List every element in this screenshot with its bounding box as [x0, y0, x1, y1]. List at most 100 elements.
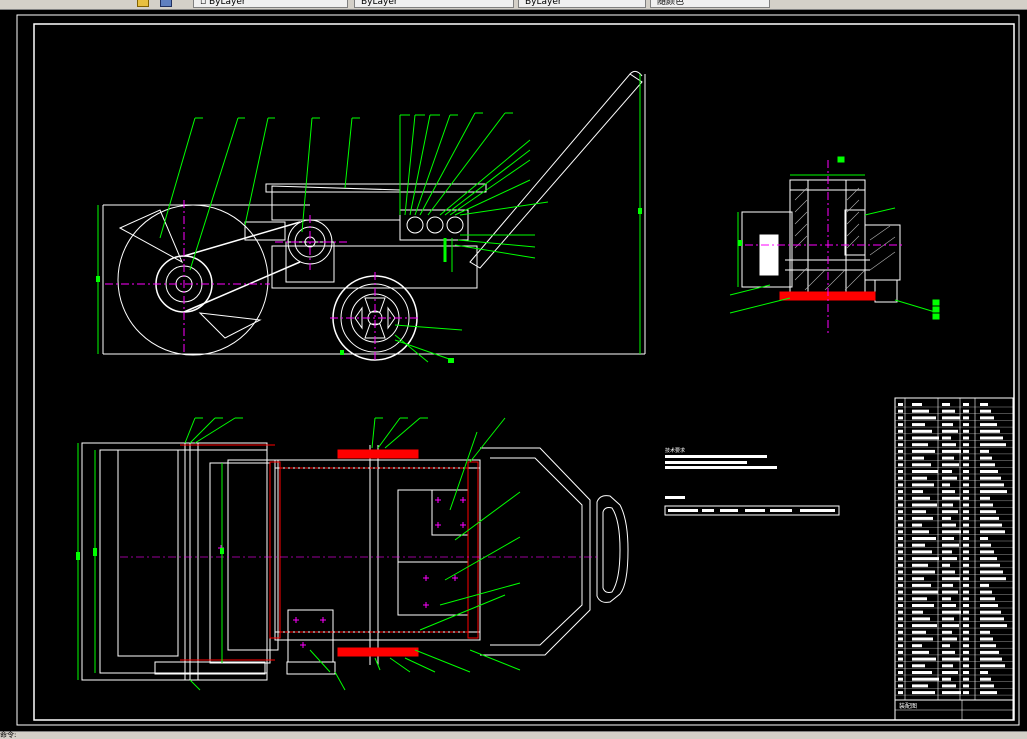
parts-row-cell	[912, 671, 932, 674]
layer-dropdown[interactable]: ▫ ByLayer	[193, 0, 348, 8]
parts-row-cell	[898, 597, 903, 601]
color-dropdown[interactable]: ByLayer	[354, 0, 514, 8]
parts-row-cell	[912, 530, 929, 534]
parts-row-cell	[898, 570, 903, 574]
parts-row-cell	[898, 664, 903, 668]
parts-row-cell	[898, 577, 903, 581]
parts-row-cell	[963, 597, 969, 601]
parts-row-cell	[942, 657, 960, 661]
parts-row-cell	[912, 490, 923, 494]
parts-row-cell	[963, 624, 969, 628]
parts-row-cell	[963, 456, 969, 460]
parts-row-cell	[898, 637, 903, 641]
leader-lines-plan	[77, 417, 521, 691]
parts-row-cell	[963, 604, 969, 607]
parts-row-cell	[980, 416, 994, 420]
parts-row-cell	[898, 443, 903, 447]
parts-row-cell	[963, 570, 969, 574]
parts-row-cell	[898, 496, 903, 500]
parts-row-cell	[942, 583, 953, 587]
parts-row-cell	[912, 597, 927, 601]
parts-row-cell	[942, 597, 951, 601]
parts-row-cell	[942, 604, 956, 607]
parts-row-cell	[942, 403, 950, 406]
parts-row-cell	[912, 449, 935, 453]
parts-row-cell	[942, 550, 952, 554]
parts-row-cell	[980, 530, 1005, 534]
parts-row-cell	[912, 657, 936, 661]
parts-row-cell	[912, 496, 930, 500]
parts-row-cell	[980, 597, 995, 601]
parts-row-cell	[963, 650, 969, 654]
parts-row-cell	[942, 476, 957, 480]
parts-row-cell	[912, 409, 929, 413]
parts-row-cell	[980, 610, 1001, 614]
parts-row-cell	[942, 537, 954, 540]
layer-icon-2[interactable]	[160, 0, 172, 7]
parts-row-cell	[980, 443, 1006, 447]
parts-row-cell	[980, 490, 1007, 494]
parts-row-cell	[898, 510, 903, 514]
parts-row-cell	[942, 563, 950, 567]
parts-row-cell	[963, 409, 969, 413]
leader-lines	[97, 74, 641, 363]
parts-row-cell	[963, 617, 969, 621]
parts-row-cell	[898, 617, 903, 621]
parts-row-cell	[980, 483, 1004, 487]
parts-row-cell	[980, 409, 991, 413]
layer-icon[interactable]	[137, 0, 149, 7]
parts-row-cell	[912, 456, 924, 460]
parts-row-cell	[898, 590, 903, 594]
parts-row-cell	[980, 644, 996, 648]
parts-row-cell	[898, 456, 903, 460]
parts-row-cell	[898, 557, 903, 561]
parts-row-cell	[942, 443, 956, 447]
parts-row-cell	[912, 503, 937, 507]
parts-row-cell	[980, 577, 1006, 581]
parts-row-cell	[980, 523, 1002, 527]
parts-row-cell	[963, 630, 969, 634]
parts-row-cell	[912, 516, 933, 520]
linetype-dropdown[interactable]: ByLayer	[518, 0, 646, 8]
parts-row-cell	[942, 516, 951, 520]
drawing-canvas[interactable]: 技术要求 装配图	[0, 10, 1027, 731]
parts-row-cell	[980, 496, 990, 500]
plan-view	[81, 442, 629, 681]
parts-row-cell	[912, 537, 936, 540]
parts-row-cell	[980, 476, 1001, 480]
lineweight-dropdown[interactable]: 随颜色	[650, 0, 770, 8]
parts-row-cell	[963, 677, 969, 681]
parts-row-cell	[898, 691, 903, 695]
parts-row-cell	[963, 671, 969, 674]
parts-row-cell	[942, 530, 961, 534]
parts-row-cell	[963, 543, 969, 547]
parts-row-cell	[898, 436, 903, 440]
parts-row-cell	[963, 436, 969, 440]
parts-row-cell	[912, 436, 939, 440]
title-block-label: 装配图	[899, 702, 917, 710]
parts-row-cell	[942, 684, 956, 688]
parts-row-cell	[963, 523, 969, 527]
parts-row-cell	[942, 416, 960, 420]
parts-row-cell	[898, 630, 903, 634]
parts-row-cell	[898, 644, 903, 648]
parts-row-cell	[963, 610, 969, 614]
parts-row-cell	[963, 449, 969, 453]
parts-row-cell	[942, 570, 955, 574]
command-line[interactable]: 命令:	[0, 731, 1027, 739]
centerlines	[105, 200, 420, 362]
parts-row-cell	[912, 563, 928, 567]
parts-row-cell	[980, 617, 1004, 621]
parts-row-cell	[980, 429, 1000, 433]
parts-row-cell	[980, 557, 997, 561]
parts-row-cell	[963, 590, 969, 594]
parts-row-cell	[942, 483, 950, 487]
parts-row-cell	[942, 644, 950, 648]
parts-row-cell	[912, 416, 936, 420]
parts-row-cell	[963, 476, 969, 480]
section-centerline	[745, 160, 905, 335]
parts-row-cell	[963, 496, 969, 500]
section-hatch	[794, 187, 896, 291]
parts-row-cell	[963, 644, 969, 648]
parts-row-cell	[942, 409, 955, 413]
